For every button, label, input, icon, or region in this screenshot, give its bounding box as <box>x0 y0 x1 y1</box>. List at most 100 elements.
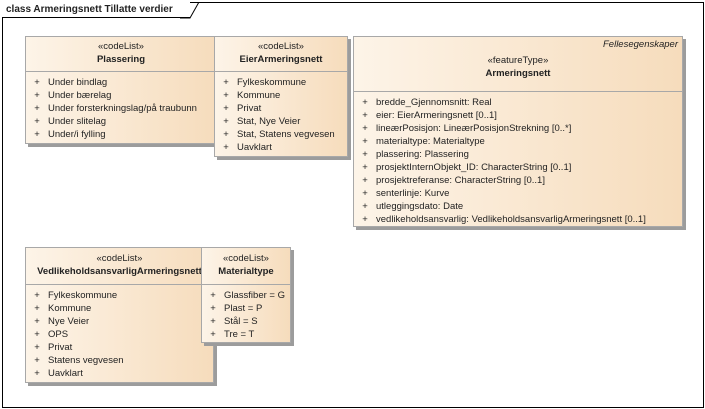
attribute-text: lineærPosisjon: LineærPosisjonStrekning … <box>376 123 572 134</box>
attribute-text: Stat, Statens vegvesen <box>237 129 335 140</box>
visibility-marker: + <box>362 201 368 212</box>
visibility-marker: + <box>362 97 368 108</box>
visibility-marker: + <box>223 90 229 101</box>
attribute-text: vedlikeholdsansvarlig: Vedlikeholdsansva… <box>376 214 646 225</box>
attribute-row: + Stat, Nye Veier <box>215 115 347 128</box>
attribute-text: bredde_Gjennomsnitt: Real <box>376 97 492 108</box>
attribute-text: eier: EierArmeringsnett [0..1] <box>376 110 497 121</box>
attribute-text: prosjektInternObjekt_ID: CharacterString… <box>376 162 572 173</box>
attribute-row: +materialtype: Materialtype <box>354 135 682 148</box>
attribute-row: + Glassfiber = G <box>202 289 290 302</box>
attribute-text: Under forsterkningslag/på traubunn <box>48 103 197 114</box>
visibility-marker: + <box>223 77 229 88</box>
attribute-row: + Under bærelag <box>26 89 216 102</box>
visibility-marker: + <box>362 123 368 134</box>
attribute-list: +Fylkeskommune+Kommune+Privat+Stat, Nye … <box>215 72 347 154</box>
attribute-text: utleggingsdato: Date <box>376 201 464 212</box>
class-vedlikeholdsansvarlig[interactable]: «codeList» VedlikeholdsansvarligArmerings… <box>25 247 214 383</box>
attribute-row: + vedlikeholdsansvarlig: Vedlikeholdsansv… <box>354 213 682 226</box>
attribute-text: Under slitelag <box>48 116 107 127</box>
visibility-marker: + <box>362 149 368 160</box>
attribute-text: Fylkeskommune <box>48 290 118 301</box>
attribute-row: +plassering: Plassering <box>354 148 682 161</box>
attribute-text: Under bindlag <box>48 77 108 88</box>
visibility-marker: + <box>362 214 368 225</box>
class-name: Armeringsnett <box>485 68 551 79</box>
attribute-row: + Fylkeskommune <box>215 76 347 89</box>
attribute-row: + utleggingsdato: Date <box>354 200 682 213</box>
class-name: VedlikeholdsansvarligArmeringsnett <box>37 266 202 277</box>
attribute-row: + Fylkeskommune <box>26 289 213 302</box>
attribute-row: + eier: EierArmeringsnett [0..1] <box>354 109 682 122</box>
visibility-marker: + <box>34 290 40 301</box>
attribute-text: Stål = S <box>224 316 258 327</box>
attribute-row: + Stål = S <box>202 315 290 328</box>
class-plassering[interactable]: «codeList» Plassering + Under bindlag + Unde… <box>25 36 217 144</box>
attribute-text: Privat <box>237 103 262 114</box>
attribute-text: Fylkeskommune <box>237 77 307 88</box>
stereotype: «featureType» <box>487 55 549 66</box>
class-name: Plassering <box>96 54 146 65</box>
attribute-row: +Kommune <box>215 89 347 102</box>
attribute-row: + Nye Veier <box>26 315 213 328</box>
class-materialtype[interactable]: «codeList» Materialtype + Glassfiber = G + P… <box>201 247 291 343</box>
visibility-marker: + <box>34 116 40 127</box>
visibility-marker: + <box>362 110 368 121</box>
stereotype: «codeList» <box>223 253 269 264</box>
attribute-text: Tre = T <box>224 329 255 340</box>
attribute-text: Uavklart <box>237 142 272 153</box>
attribute-text: Nye Veier <box>48 316 90 327</box>
attribute-list: + Under bindlag + Under bærelag + Under forst… <box>26 72 216 141</box>
attribute-row: + Under/i fylling <box>26 128 216 141</box>
visibility-marker: + <box>34 329 40 340</box>
visibility-marker: + <box>223 116 229 127</box>
visibility-marker: + <box>34 129 40 140</box>
visibility-marker: + <box>210 290 216 301</box>
class-name: Materialtype <box>218 266 274 277</box>
attribute-text: Under bærelag <box>48 90 112 101</box>
attribute-list: + bredde_Gjennomsnitt: Real + eier: EierArm… <box>354 92 682 226</box>
visibility-marker: + <box>362 175 368 186</box>
class-eier-armeringsnett[interactable]: «codeList» EierArmeringsnett + Fylkeskommu… <box>214 36 348 157</box>
visibility-marker: + <box>210 303 216 314</box>
diagram-title: class Armeringsnett Tillatte verdier <box>2 2 190 18</box>
attribute-text: senterlinje: Kurve <box>376 188 450 199</box>
visibility-marker: + <box>34 316 40 327</box>
title-tab-corner <box>180 2 200 19</box>
attribute-text: Stat, Nye Veier <box>237 116 301 127</box>
attribute-text: OPS <box>48 329 69 340</box>
attribute-row: + bredde_Gjennomsnitt: Real <box>354 96 682 109</box>
attribute-text: Plast = P <box>224 303 263 314</box>
stereotype: «codeList» <box>98 41 144 52</box>
visibility-marker: + <box>34 342 40 353</box>
attribute-row: +Privat <box>26 341 213 354</box>
attribute-row: + Tre = T <box>202 328 290 341</box>
attribute-row: + Kommune <box>26 302 213 315</box>
visibility-marker: + <box>223 103 229 114</box>
class-name: EierArmeringsnett <box>239 54 323 65</box>
attribute-row: + Uavklart <box>26 367 213 380</box>
visibility-marker: + <box>34 90 40 101</box>
visibility-marker: + <box>210 329 216 340</box>
visibility-marker: + <box>34 368 40 379</box>
stereotype: «codeList» <box>96 253 143 264</box>
attribute-row: +Stat, Statens vegvesen <box>215 128 347 141</box>
attribute-text: Statens vegvesen <box>48 355 124 366</box>
attribute-text: Under/i fylling <box>48 129 106 140</box>
attribute-row: +senterlinje: Kurve <box>354 187 682 200</box>
visibility-marker: + <box>210 316 216 327</box>
attribute-row: + Privat <box>215 102 347 115</box>
attribute-row: +Statens vegvesen <box>26 354 213 367</box>
attribute-text: Glassfiber = G <box>224 290 285 301</box>
visibility-marker: + <box>362 136 368 147</box>
attribute-list: + Glassfiber = G + Plast = P + Stål = S + Tre =… <box>202 285 290 341</box>
attribute-text: Kommune <box>48 303 92 314</box>
attribute-text: Uavklart <box>48 368 83 379</box>
visibility-marker: + <box>362 162 368 173</box>
attribute-row: + Plast = P <box>202 302 290 315</box>
stereotype: «codeList» <box>258 41 304 52</box>
package-tag: Fellesegenskaper <box>603 39 678 50</box>
attribute-row: +Uavklart <box>215 141 347 154</box>
class-armeringsnett[interactable]: Fellesegenskaper «featureType» Armeringsne… <box>353 36 683 227</box>
